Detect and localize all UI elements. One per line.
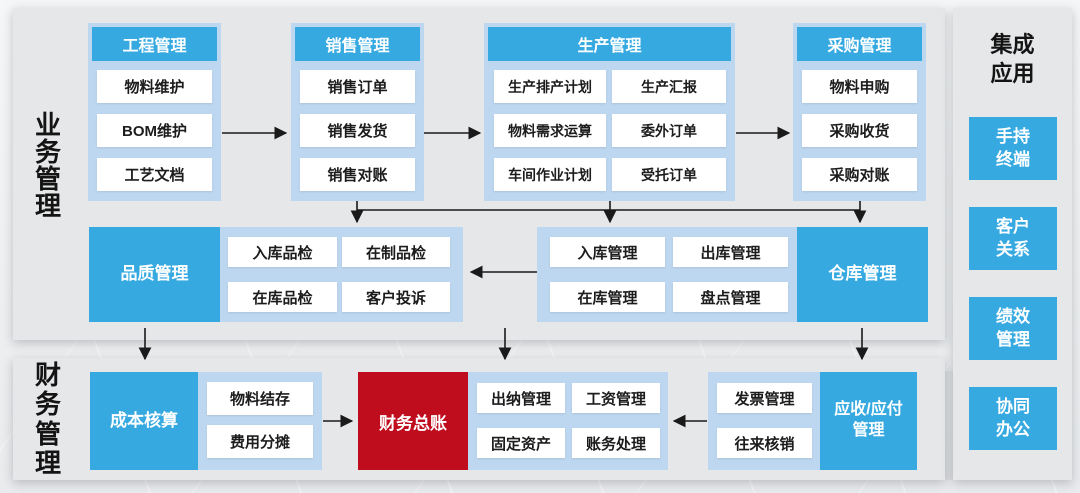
module-sales-order: 销售订单	[300, 70, 415, 103]
module-bom-maintenance: BOM维护	[97, 114, 212, 147]
integration-item-customer-relations: 客户 关系	[969, 207, 1057, 270]
module-production-report: 生产汇报	[612, 70, 726, 103]
integration-title-line1: 集成	[990, 32, 1035, 57]
ar-ap-line1: 应收/应付	[834, 401, 903, 419]
module-stock-management: 在库管理	[550, 282, 665, 312]
module-material-balance: 物料结存	[207, 382, 313, 415]
module-stocktaking-management: 盘点管理	[673, 282, 788, 312]
oa-line2: 办公	[996, 419, 1030, 439]
warehouse-management-block: 仓库管理	[797, 227, 928, 322]
module-mrp-calculation: 物料需求运算	[494, 114, 606, 147]
purchasing-header: 采购管理	[797, 27, 922, 61]
integration-title: 集成 应用	[963, 30, 1062, 88]
handheld-line2: 终端	[996, 149, 1030, 169]
module-cashier-management: 出纳管理	[477, 383, 565, 413]
integration-title-line2: 应用	[990, 61, 1035, 87]
business-section-label: 业务管理	[34, 110, 61, 222]
cost-accounting-block: 成本核算	[90, 372, 198, 470]
module-material-maintenance: 物料维护	[97, 70, 212, 103]
module-inbound-management: 入库管理	[550, 237, 665, 267]
crm-line1: 客户	[996, 217, 1030, 237]
module-accounting-processing: 账务处理	[572, 428, 660, 458]
ar-ap-line2: 管理	[852, 422, 885, 439]
module-outbound-management: 出库管理	[673, 237, 788, 267]
module-production-scheduling: 生产排产计划	[494, 70, 606, 103]
general-ledger-block: 财务总账	[358, 372, 468, 470]
module-purchase-reconciliation: 采购对账	[802, 158, 917, 191]
module-sales-shipment: 销售发货	[300, 114, 415, 147]
module-transaction-writeoff: 往来核销	[717, 428, 812, 458]
module-material-requisition: 物料申购	[802, 70, 917, 103]
module-outsourcing-order: 委外订单	[612, 114, 726, 147]
crm-line2: 关系	[996, 239, 1030, 259]
module-expense-allocation: 费用分摊	[207, 425, 313, 458]
finance-section-label: 财务管理	[34, 360, 61, 479]
integration-item-handheld-terminal: 手持 终端	[969, 117, 1057, 180]
module-incoming-inspection: 入库品检	[228, 237, 337, 267]
integration-item-performance-management: 绩效 管理	[969, 297, 1057, 360]
module-fixed-assets: 固定资产	[477, 428, 565, 458]
module-inprocess-inspection: 在制品检	[342, 237, 450, 267]
handheld-line1: 手持	[996, 127, 1030, 147]
production-header: 生产管理	[488, 27, 731, 61]
ar-ap-management-block: 应收/应付 管理	[820, 372, 917, 470]
module-entrusted-order: 受托订单	[612, 158, 726, 191]
engineering-header: 工程管理	[92, 27, 217, 61]
module-process-documents: 工艺文档	[97, 158, 212, 191]
performance-line2: 管理	[996, 329, 1030, 349]
module-purchase-receiving: 采购收货	[802, 114, 917, 147]
module-shopfloor-plan: 车间作业计划	[494, 158, 606, 191]
performance-line1: 绩效	[996, 307, 1030, 327]
oa-line1: 协同	[996, 397, 1030, 417]
module-payroll-management: 工资管理	[572, 383, 660, 413]
sales-header: 销售管理	[295, 27, 420, 61]
quality-management-block: 品质管理	[89, 227, 220, 322]
module-stock-inspection: 在库品检	[228, 282, 337, 312]
integration-item-collaborative-office: 协同 办公	[969, 387, 1057, 450]
module-sales-reconciliation: 销售对账	[300, 158, 415, 191]
module-customer-complaint: 客户投诉	[342, 282, 450, 312]
module-invoice-management: 发票管理	[717, 383, 812, 413]
